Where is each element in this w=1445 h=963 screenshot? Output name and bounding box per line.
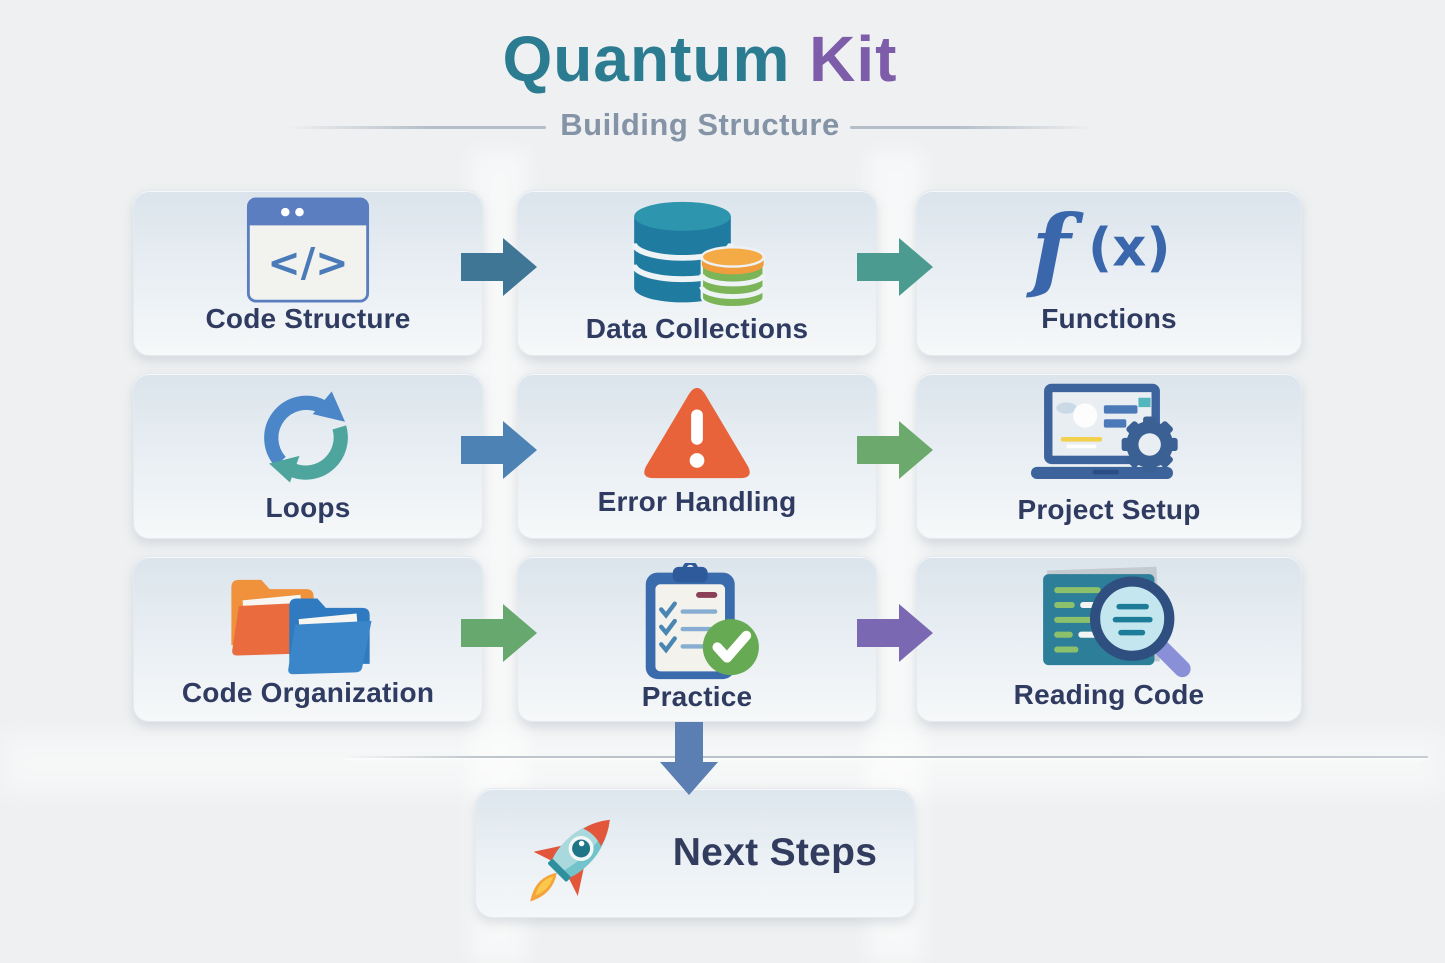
card-practice: Practice — [517, 556, 877, 722]
card-label: Loops — [265, 492, 351, 523]
card-label: Code Structure — [205, 303, 411, 334]
checklist-icon — [518, 557, 876, 681]
laptop-gear-icon — [917, 374, 1301, 494]
card-loops: Loops — [133, 373, 483, 539]
arrow-right-icon — [857, 238, 933, 296]
arrow-right-icon — [461, 421, 537, 479]
card-code-structure: </> Code Structure — [133, 190, 483, 356]
fx-x-text: (x) — [1088, 218, 1171, 279]
card-code-organization: Code Organization — [133, 556, 483, 722]
arrow-right-icon — [461, 604, 537, 662]
title-primary: Quantum — [502, 23, 791, 95]
arrow-right-icon — [461, 238, 537, 296]
function-icon: f (x) — [917, 191, 1301, 303]
warning-triangle-icon — [518, 374, 876, 486]
background-band — [0, 733, 1445, 795]
folders-icon — [134, 557, 482, 677]
database-icon — [518, 191, 876, 313]
card-label: Code Organization — [181, 677, 435, 708]
card-label: Project Setup — [1017, 494, 1201, 525]
card-label: Reading Code — [1013, 679, 1205, 710]
fx-f-text: f — [1025, 199, 1084, 301]
code-magnifier-icon — [917, 557, 1301, 679]
card-label: Practice — [641, 681, 753, 712]
code-tag-text: </> — [267, 241, 348, 287]
arrow-right-icon — [857, 421, 933, 479]
page-subtitle: Building Structure — [560, 107, 840, 142]
section-divider — [345, 756, 1428, 758]
loop-arrows-icon — [134, 374, 482, 492]
card-next-steps: Next Steps — [475, 788, 915, 918]
card-label: Error Handling — [597, 486, 797, 517]
rocket-icon — [513, 790, 647, 917]
card-reading-code: Reading Code — [916, 556, 1302, 722]
card-label: Functions — [1041, 303, 1177, 334]
subtitle-divider-right — [850, 126, 1092, 129]
card-data-collections: Data Collections — [517, 190, 877, 356]
title-accent: Kit — [809, 23, 898, 95]
card-error-handling: Error Handling — [517, 373, 877, 539]
arrow-right-icon — [857, 604, 933, 662]
card-project-setup: Project Setup — [916, 373, 1302, 539]
card-label: Data Collections — [585, 313, 809, 344]
next-steps-label: Next Steps — [672, 831, 878, 874]
card-functions: f (x) Functions — [916, 190, 1302, 356]
page-title: Quantum Kit — [0, 24, 1400, 94]
arrow-down-icon — [660, 722, 718, 795]
code-window-icon: </> — [134, 191, 482, 303]
subtitle-divider-left — [288, 126, 546, 129]
